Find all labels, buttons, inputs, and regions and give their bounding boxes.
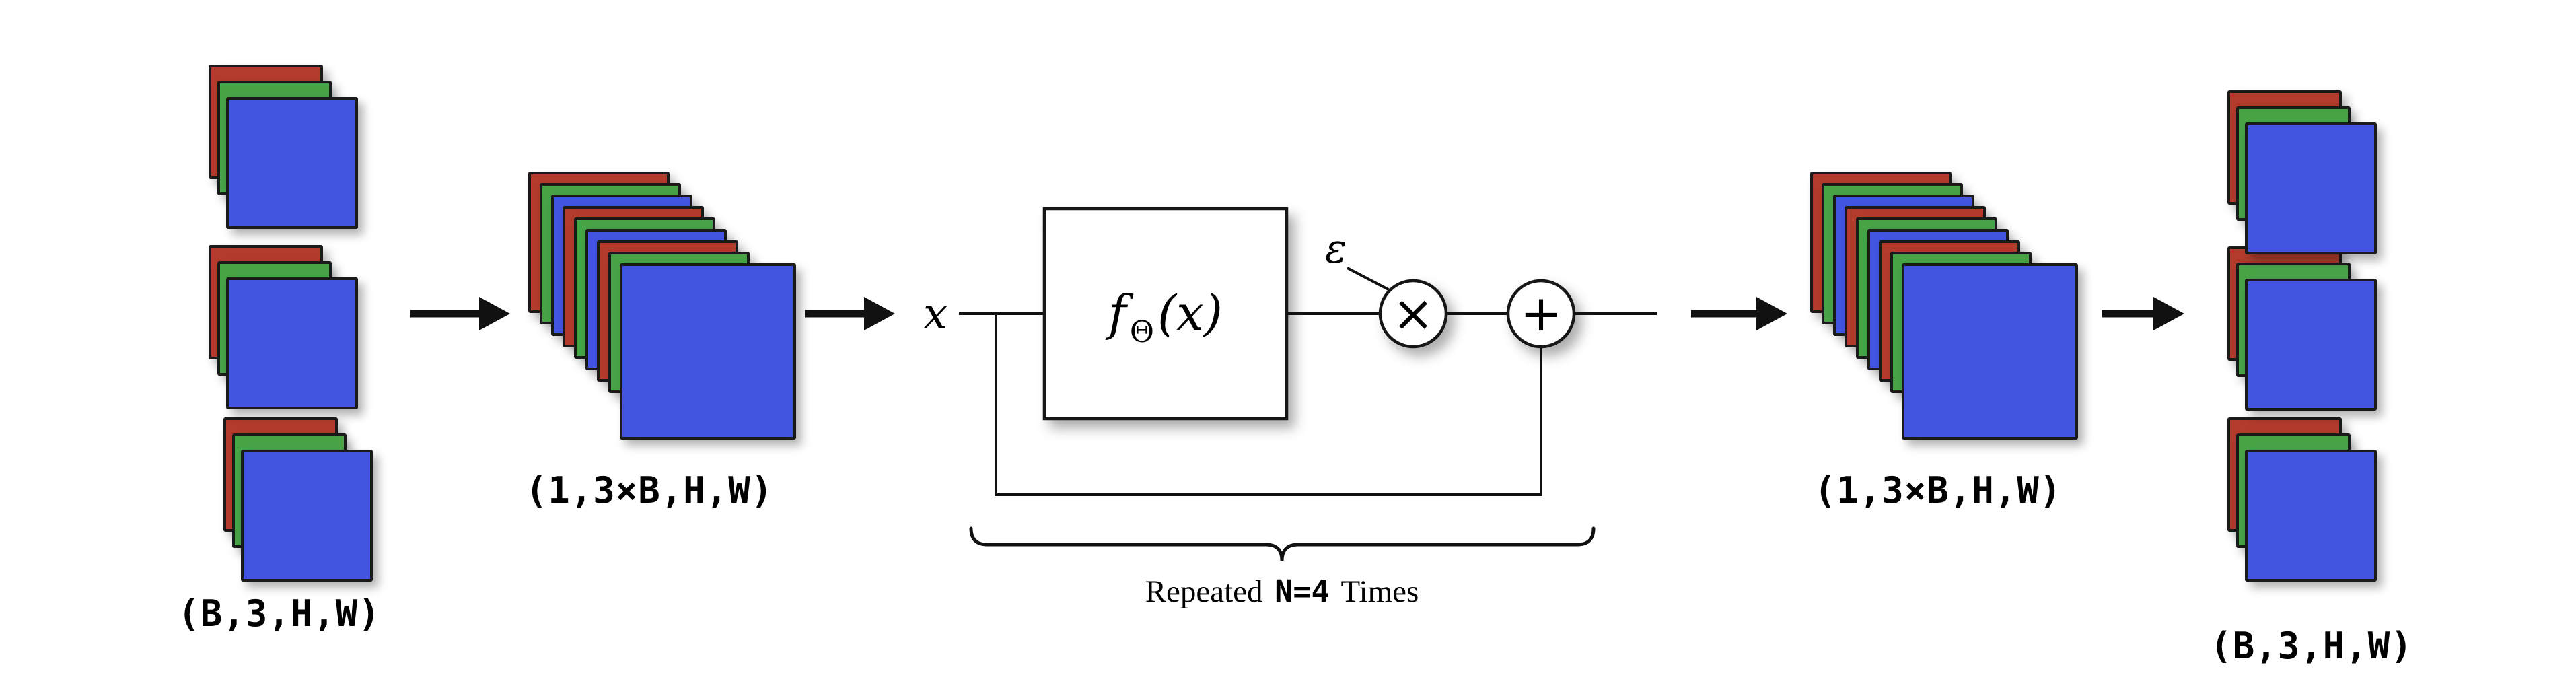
merged-shape-label-left: (1,3×B,H,W) — [525, 469, 774, 512]
epsilon-line — [1347, 267, 1390, 291]
input-shape-label: (B,3,H,W) — [178, 592, 381, 635]
output-shape-label: (B,3,H,W) — [2210, 625, 2413, 667]
tensor-layer-blue — [2245, 279, 2377, 411]
epsilon-label: ε — [1325, 225, 1347, 273]
arrow-right-icon — [805, 297, 895, 330]
function-box — [1042, 207, 1289, 421]
fn-arg-text: (x) — [1157, 285, 1223, 341]
underbrace — [969, 526, 1596, 561]
tensor-layer-blue — [226, 97, 358, 229]
add-node: + — [1506, 279, 1576, 349]
multiply-node: × — [1378, 279, 1448, 349]
tensor-layer-blue — [241, 450, 373, 582]
repeat-prefix-text: Repeated — [1145, 574, 1263, 609]
add-symbol: + — [1520, 285, 1562, 343]
tensor-layer-blue — [620, 263, 796, 440]
multiply-symbol: × — [1392, 285, 1434, 343]
arrow-right-icon — [1691, 297, 1787, 330]
tensor-layer-blue — [226, 277, 358, 409]
fn-f-text: f — [1105, 285, 1134, 341]
x-input-label: x — [923, 289, 947, 339]
tensor-layer-blue — [1902, 263, 2078, 440]
function-box-label: f Θ (x) — [1105, 285, 1223, 349]
fn-sub-text: Θ — [1130, 315, 1154, 349]
arrow-right-icon — [410, 297, 510, 330]
tensor-layer-blue — [2245, 123, 2377, 254]
merged-shape-label-right: (1,3×B,H,W) — [1814, 469, 2063, 512]
arrow-right-icon — [2102, 297, 2184, 330]
repeat-suffix-text: Times — [1340, 574, 1419, 609]
tensor-layer-blue — [2245, 450, 2377, 582]
repeat-label: Repeated N=4 Times — [1080, 573, 1484, 610]
repeat-count-text: N=4 — [1275, 573, 1330, 609]
skip-connection-line — [995, 314, 1542, 496]
